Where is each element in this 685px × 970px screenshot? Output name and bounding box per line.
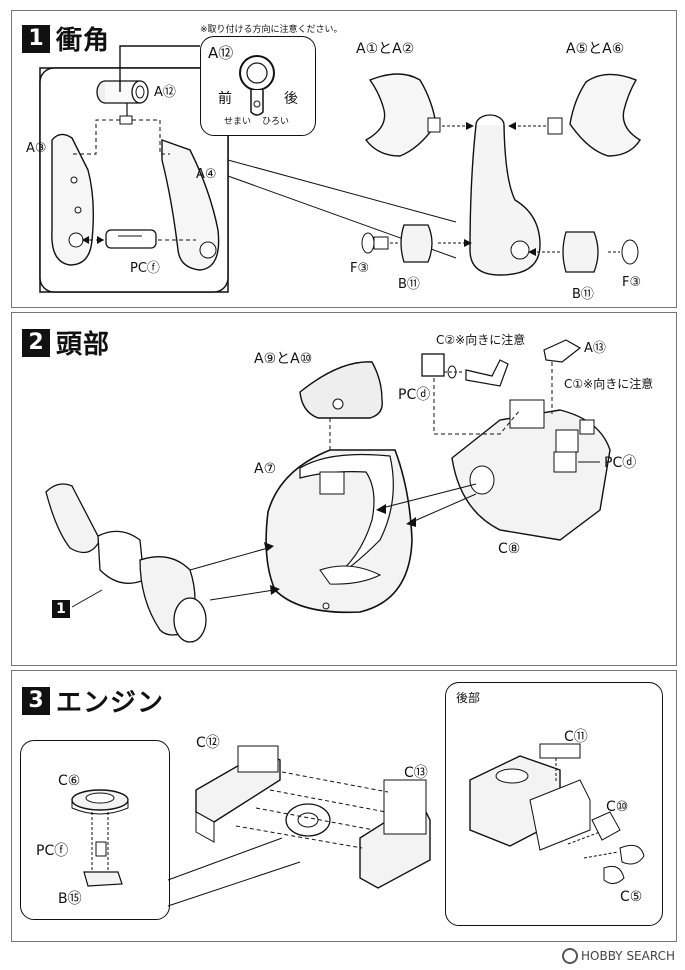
part-f3-left: F③ [350,261,370,276]
step1-ref-tag: 1 [52,598,70,618]
narrow-label: せまい [224,117,252,127]
orientation-note: ※取り付ける方向に注意ください。 [200,25,343,35]
step1-ref-number: 1 [52,600,70,618]
part-pcf: PCⓕ [130,261,160,276]
part-c13: C⑬ [404,765,428,781]
part-a13: A⑬ [584,341,606,356]
detail-part-label: A⑫ [208,44,234,62]
part-c1: C①※向きに注意 [564,377,654,391]
step3-heading: 3 エンジン [22,682,164,719]
step1-title: 衝角 [56,26,111,56]
part-c5: C⑤ [620,889,643,905]
part-b11-right: B⑪ [572,287,594,302]
part-c8: C⑧ [498,541,521,557]
part-a7: A⑦ [254,461,277,477]
part-a4: A④ [196,167,217,182]
part-c10: C⑩ [606,799,629,815]
part-a12: A⑫ [154,85,176,100]
step3-number: 3 [22,686,50,715]
watermark-text: HOBBY SEARCH [581,949,675,963]
step3-title: エンジン [56,688,165,718]
hobby-search-logo-icon [562,948,579,964]
rear-title: 後部 [456,691,481,705]
part-c2: C②※向きに注意 [436,333,526,347]
step2-heading: 2 頭部 [22,324,110,361]
part-c11: C⑪ [564,729,588,745]
watermark: HOBBY SEARCH [562,948,675,964]
part-b15: B⑮ [58,891,82,907]
part-pcd-left: PCⓓ [398,387,431,403]
part-a5-a6: A⑤とA⑥ [566,41,625,57]
step1-heading: 1 衝角 [22,20,110,57]
wide-label: ひろい [262,117,290,127]
part-c6: C⑥ [58,773,81,789]
part-a1-a2: A①とA② [356,41,415,57]
back-label: 後 [284,91,298,107]
engine-subassembly-box [20,740,170,920]
part-c12: C⑫ [196,735,220,751]
step2-title: 頭部 [56,330,111,360]
part-a3: A③ [26,141,47,156]
part-pcd-right: PCⓓ [604,455,637,471]
part-pcf-engine: PCⓕ [36,843,69,859]
part-b11-left: B⑪ [398,277,420,292]
step2-number: 2 [22,328,50,357]
step1-number: 1 [22,24,50,53]
part-f3-right: F③ [622,275,642,290]
part-a9-a10: A⑨とA⑩ [254,351,313,367]
front-label: 前 [218,91,232,107]
